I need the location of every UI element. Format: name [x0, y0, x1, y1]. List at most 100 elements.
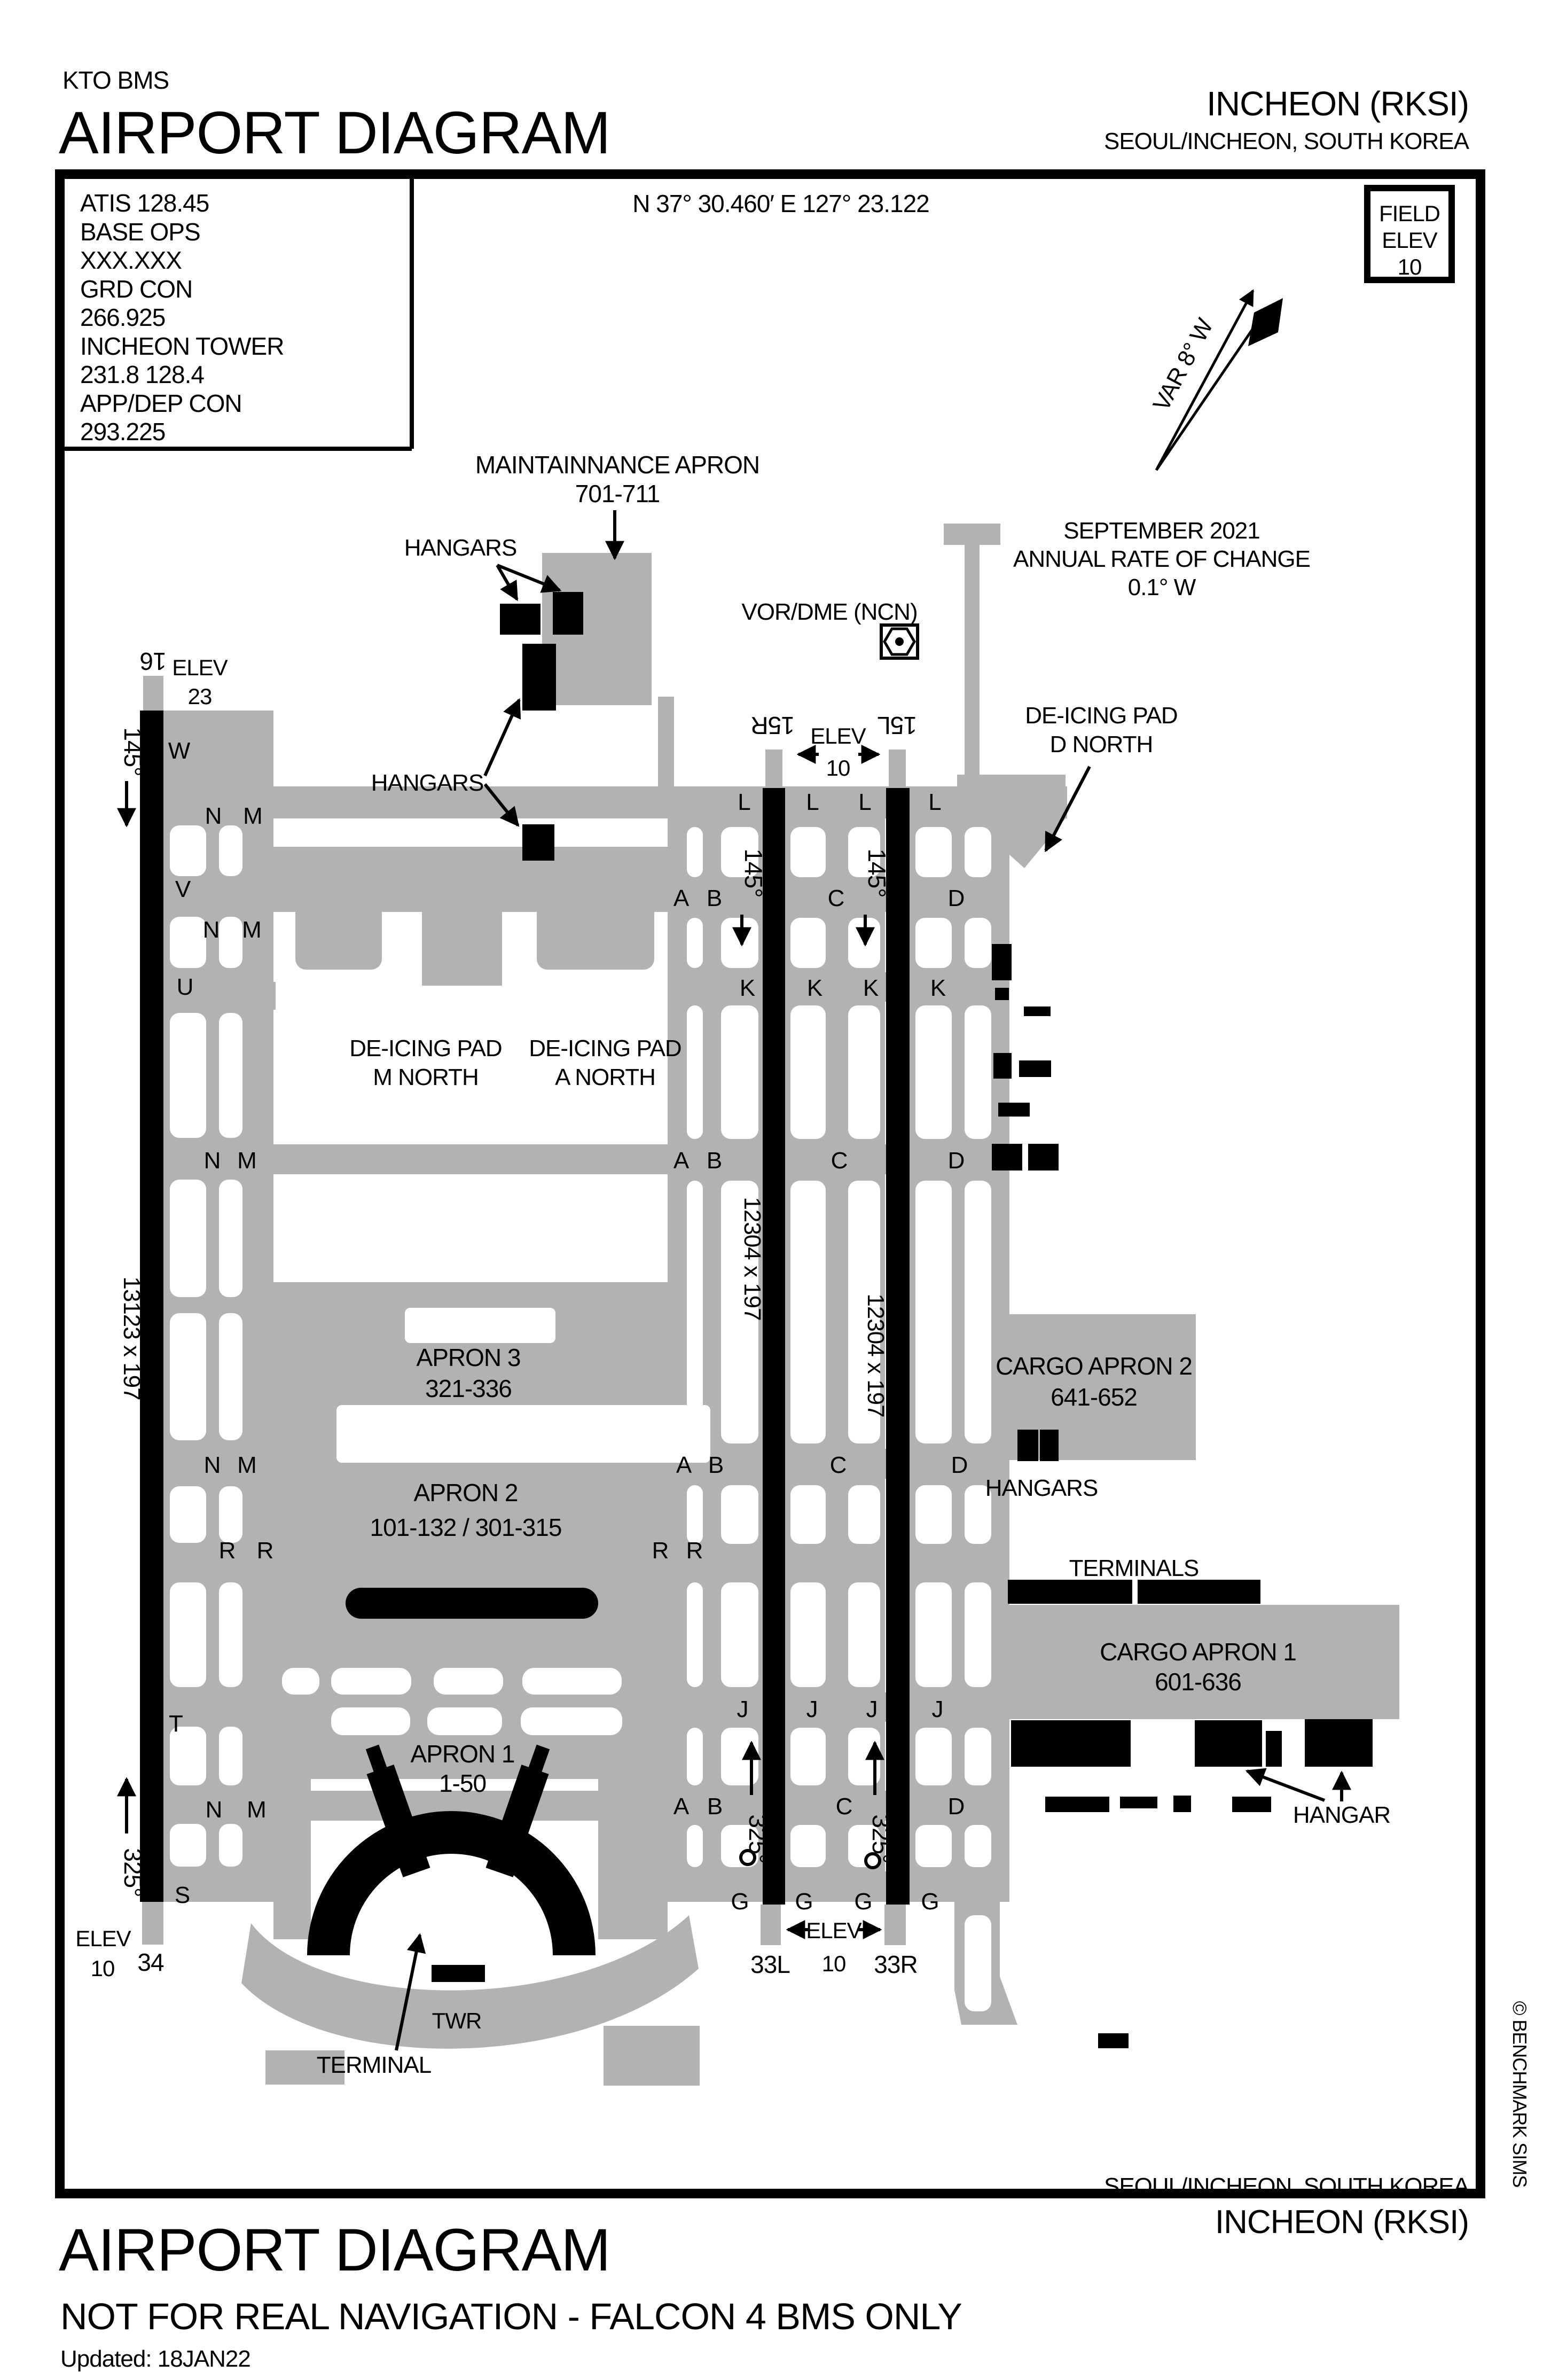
- label-freq-baseops-val: XXX.XXX: [80, 246, 182, 274]
- label-tw-c1: C: [828, 885, 844, 911]
- taxiway-island: [219, 1824, 242, 1867]
- label-tw-l4: L: [928, 789, 941, 815]
- runway-15r-33l: [763, 788, 785, 1905]
- terminal-building: [307, 1811, 596, 1955]
- label-hdg-325-c1: 325°: [744, 1814, 772, 1863]
- label-header-city: SEOUL/INCHEON, SOUTH KOREA: [1104, 128, 1470, 154]
- label-var-label: VAR 8° W: [1148, 314, 1219, 416]
- label-hdg-145-c2: 145°: [863, 848, 891, 897]
- hangar-nw-2: [553, 592, 583, 635]
- deicing-pad-m: [295, 888, 382, 970]
- taxiway-island: [790, 1181, 826, 1443]
- label-tw-j4: J: [932, 1696, 943, 1722]
- label-twr-label: TWR: [432, 2008, 482, 2033]
- label-terminal-label: TERMINAL: [317, 2052, 432, 2078]
- label-tw-m4: M: [237, 1452, 256, 1478]
- label-tw-d4: D: [948, 1793, 965, 1820]
- taxiway-island: [915, 827, 952, 877]
- label-tw-c3: C: [830, 1452, 847, 1478]
- label-maint-apron-1: MAINTAINNANCE APRON: [475, 451, 759, 479]
- taxiway-island: [915, 1005, 952, 1139]
- label-tw-r1: R: [219, 1538, 236, 1564]
- label-tw-k1: K: [740, 975, 755, 1001]
- label-freq-appdep-val: 293.225: [80, 418, 165, 446]
- label-tw-d1: D: [948, 885, 965, 911]
- taxiway-island: [219, 1486, 242, 1543]
- deicing-pad-a: [537, 888, 654, 970]
- label-tw-s: S: [175, 1882, 190, 1908]
- label-footer-city: SEOUL/INCHEON, SOUTH KOREA: [1104, 2173, 1470, 2199]
- label-deice-a-1: DE-ICING PAD: [529, 1035, 681, 1062]
- taxiway-island: [965, 1728, 991, 1785]
- label-tw-n1: N: [205, 803, 222, 829]
- label-hdg-145-w: 145°: [119, 727, 147, 776]
- taxiway-island: [915, 918, 952, 968]
- label-tw-a3: A: [676, 1452, 692, 1478]
- label-tw-d2: D: [948, 1148, 965, 1174]
- label-rwy-15r: 15R: [751, 712, 794, 739]
- label-tw-g4: G: [921, 1889, 938, 1915]
- label-tw-c2: C: [831, 1148, 848, 1174]
- taxiway-island: [170, 917, 206, 968]
- label-tw-g1: G: [731, 1889, 748, 1915]
- label-cargo1-1: CARGO APRON 1: [1100, 1638, 1296, 1666]
- terminal-building-1: [1008, 1580, 1132, 1604]
- label-freq-baseops: BASE OPS: [80, 218, 200, 246]
- label-hangar-se: HANGAR: [1293, 1802, 1390, 1828]
- taxiway-island: [965, 1582, 991, 1687]
- label-rwy-33l: 33L: [750, 1950, 790, 1978]
- apron-cutouts: [282, 1308, 710, 1735]
- taxiway-island: [687, 1005, 703, 1139]
- label-tw-m5: M: [247, 1797, 266, 1823]
- taxiway-island: [170, 1824, 206, 1867]
- label-field-elev-2: ELEV: [1382, 228, 1437, 253]
- taxiway-island: [848, 1485, 880, 1544]
- label-dim-rwy-left: 13123 x 197: [119, 1276, 145, 1400]
- label-apron3-1: APRON 3: [417, 1344, 521, 1371]
- label-deice-d-1: DE-ICING PAD: [1025, 703, 1177, 729]
- label-freq-appdep: APP/DEP CON: [80, 389, 242, 417]
- taxiway-island: [170, 1727, 206, 1785]
- label-tw-g2: G: [795, 1889, 812, 1915]
- label-elev-bot-1: ELEV: [806, 1918, 861, 1943]
- label-tw-v: V: [175, 876, 191, 902]
- taxiway-island: [790, 827, 826, 877]
- taxiway-island: [965, 1915, 991, 2011]
- taxiway-island: [790, 1582, 826, 1687]
- label-elev-sw-2: 10: [91, 1956, 115, 1981]
- label-tw-b3: B: [708, 1452, 723, 1478]
- label-footer-warning: NOT FOR REAL NAVIGATION - FALCON 4 BMS O…: [60, 2296, 962, 2337]
- label-tw-w: W: [168, 738, 191, 764]
- label-tw-b4: B: [707, 1793, 722, 1820]
- label-maint-apron-2: 701-711: [575, 480, 660, 508]
- hangar-cargo2-1: [1017, 1430, 1038, 1461]
- label-tw-m2: M: [242, 917, 261, 943]
- label-hangars-cargo2: HANGARS: [985, 1475, 1098, 1501]
- marker-dot-1: [739, 1849, 756, 1866]
- label-tw-b1: B: [707, 885, 722, 911]
- label-deice-m-1: DE-ICING PAD: [349, 1035, 502, 1062]
- label-tw-d3: D: [951, 1452, 968, 1478]
- label-concource: CONCOURCE: [401, 1591, 543, 1617]
- cargo-apron-1: [988, 1605, 1399, 1719]
- buildings: [307, 592, 1373, 2048]
- label-elev-top-1: ELEV: [810, 723, 866, 748]
- label-tw-a2: A: [673, 1148, 690, 1174]
- label-apron3-2: 321-336: [425, 1375, 512, 1402]
- label-tw-n2: N: [203, 917, 220, 943]
- taxiway-island: [965, 1825, 991, 1867]
- label-tw-c4: C: [836, 1793, 852, 1820]
- taxiway-island: [790, 1485, 826, 1544]
- label-tw-l1: L: [738, 789, 750, 815]
- label-coordinates: N 37° 30.460′ E 127° 23.122: [632, 190, 929, 217]
- taxiway-island: [687, 1181, 703, 1443]
- taxiway-island: [915, 1181, 952, 1443]
- taxiway-island: [721, 1005, 758, 1139]
- taxiway-island: [848, 827, 880, 877]
- taxiway-island: [219, 1180, 242, 1297]
- label-hangars-nw: HANGARS: [404, 535, 517, 561]
- label-tw-m1: M: [243, 803, 262, 829]
- field-elev-box: [1364, 185, 1455, 283]
- label-tw-j3: J: [866, 1696, 878, 1722]
